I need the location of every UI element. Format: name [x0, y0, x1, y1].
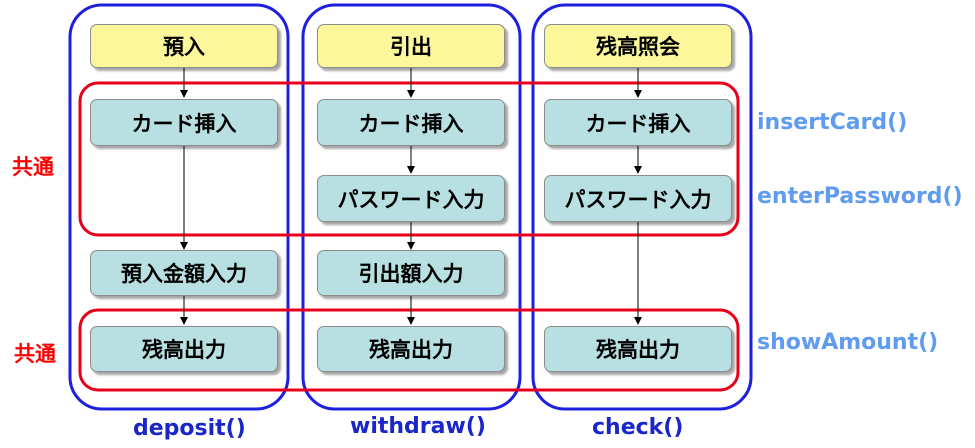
deposit-title-box: 預入: [90, 24, 278, 68]
check-password-input-box: パスワード入力: [544, 175, 732, 222]
function-label-deposit: deposit(): [133, 416, 246, 441]
check-show-amount-box: 残高出力: [544, 326, 732, 372]
check-title-box: 残高照会: [544, 24, 732, 68]
withdraw-show-amount-box: 残高出力: [317, 326, 505, 372]
column-outline-withdraw: [301, 3, 522, 411]
common-region-bottom: [78, 308, 740, 392]
method-label-show-amount: showAmount(): [757, 330, 939, 355]
common-label-bottom: 共通: [14, 342, 56, 366]
withdraw-amount-input-box: 引出額入力: [317, 250, 505, 296]
deposit-amount-input-box: 預入金額入力: [90, 250, 278, 296]
withdraw-insert-card-box: カード挿入: [317, 99, 505, 146]
common-label-top: 共通: [12, 155, 54, 179]
withdraw-title-box: 引出: [317, 24, 505, 68]
method-label-insert-card: insertCard(): [757, 110, 908, 135]
function-label-check: check(): [592, 415, 684, 440]
method-label-enter-password: enterPassword(): [757, 184, 963, 209]
column-outline-check: [531, 3, 753, 411]
function-label-withdraw: withdraw(): [350, 414, 486, 439]
column-outline-deposit: [68, 3, 290, 411]
deposit-show-amount-box: 残高出力: [90, 326, 278, 372]
deposit-insert-card-box: カード挿入: [90, 99, 278, 146]
check-insert-card-box: カード挿入: [544, 99, 732, 146]
common-region-top: [78, 81, 740, 237]
withdraw-password-input-box: パスワード入力: [317, 175, 505, 222]
